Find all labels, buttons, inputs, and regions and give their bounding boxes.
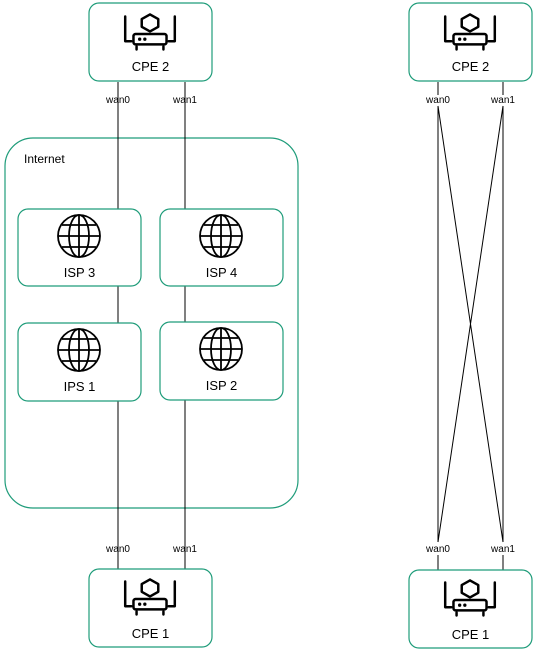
globe-icon <box>199 327 243 371</box>
cpe-2-label: CPE 2 <box>452 59 490 74</box>
port-label-wan1-top-right: wan1 <box>490 95 515 106</box>
right-diagram: CPE 2 wan0 wan1 wan0 wan1 CPE 1 <box>408 2 533 649</box>
cpe-1-label: CPE 1 <box>452 627 490 642</box>
isp-label: IPS 1 <box>64 379 96 394</box>
isp-label: ISP 2 <box>206 378 238 393</box>
port-label-wan1-bottom-right: wan1 <box>490 544 515 555</box>
cpe-2-label: CPE 2 <box>132 59 170 74</box>
isp-label: ISP 3 <box>64 265 96 280</box>
port-label-wan0-bottom-left: wan0 <box>105 544 130 555</box>
isp-node-3[interactable]: ISP 3 <box>17 208 142 287</box>
port-label-wan0-bottom-right: wan0 <box>425 544 450 555</box>
cpe-1-node-left[interactable]: CPE 1 <box>88 568 213 648</box>
port-label-wan0-top-left: wan0 <box>105 95 130 106</box>
isp-node-2[interactable]: ISP 2 <box>159 321 284 401</box>
cpe-2-node-left[interactable]: CPE 2 <box>88 2 213 82</box>
isp-node-1[interactable]: IPS 1 <box>17 322 142 402</box>
cpe-1-node-right[interactable]: CPE 1 <box>408 569 533 649</box>
globe-icon <box>57 214 101 258</box>
isp-node-4[interactable]: ISP 4 <box>159 208 284 287</box>
cpe-1-label: CPE 1 <box>132 626 170 641</box>
wan1-wan0-cross-link <box>437 105 504 543</box>
globe-icon <box>199 214 243 258</box>
cpe-2-node-right[interactable]: CPE 2 <box>408 2 533 82</box>
left-diagram: Internet CPE 2 wan0 wan1 ISP 3 ISP 4 IP <box>4 2 299 648</box>
isp-label: ISP 4 <box>206 265 238 280</box>
port-label-wan1-top-left: wan1 <box>172 95 197 106</box>
internet-region-label: Internet <box>24 152 65 166</box>
port-label-wan1-bottom-left: wan1 <box>172 544 197 555</box>
port-label-wan0-top-right: wan0 <box>425 95 450 106</box>
globe-icon <box>57 328 101 372</box>
